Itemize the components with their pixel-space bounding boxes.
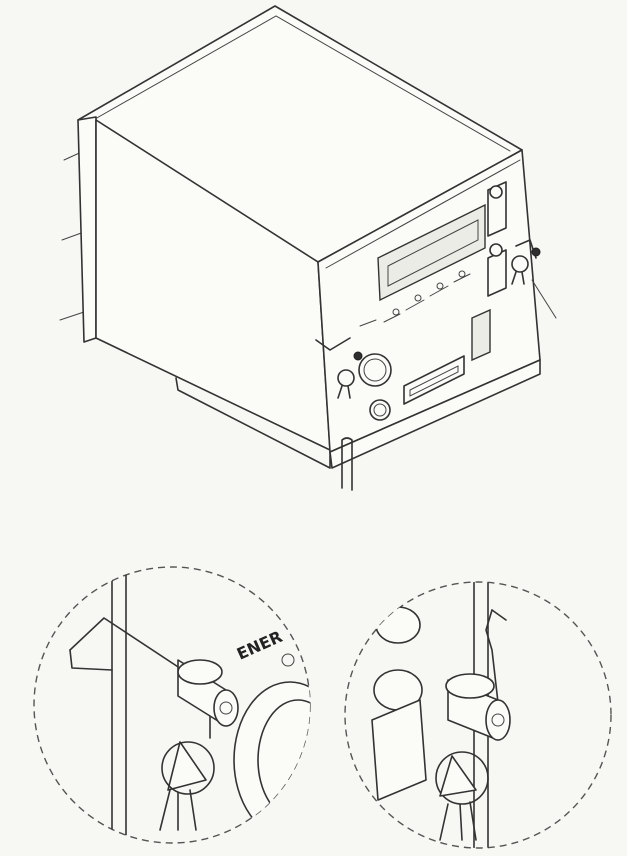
display-window: [377, 203, 486, 302]
detail-right-outline: [344, 581, 612, 849]
key-icon: [167, 741, 207, 791]
indicator-led-3: [436, 282, 444, 290]
detail-right: [344, 581, 612, 849]
detail-left: ENER: [33, 566, 311, 844]
front-panel-controls: [358, 181, 507, 421]
slot-connector: [471, 308, 491, 362]
indicator-led-4: [458, 270, 466, 278]
round-button: [369, 399, 391, 421]
key-lock-side: [511, 239, 557, 319]
indicator-led-1: [392, 308, 400, 316]
key-lock-front: [315, 337, 363, 399]
detail-left-label: ENER: [234, 627, 285, 664]
indicator-led-2: [414, 294, 422, 302]
